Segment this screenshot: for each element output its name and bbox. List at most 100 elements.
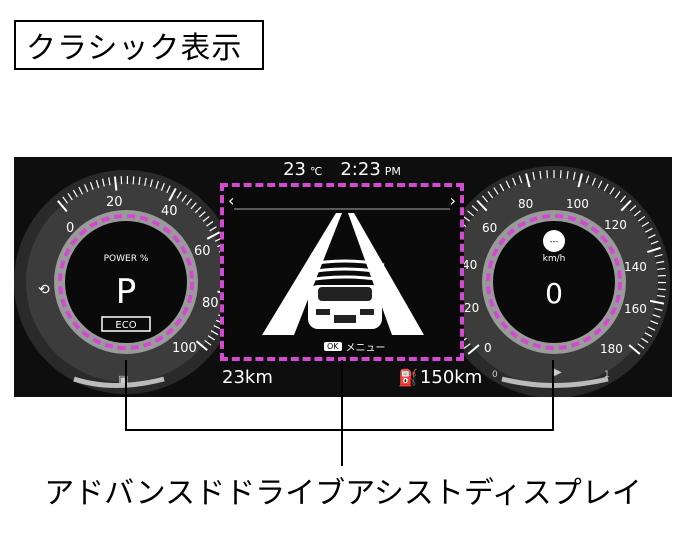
- lane-graphic: [234, 208, 450, 335]
- speed-unit: km/h: [543, 254, 566, 264]
- gauge-tick: [155, 180, 159, 189]
- indicator-badge: [543, 230, 565, 252]
- gauge-tick: [512, 177, 517, 186]
- ok-badge: OK: [324, 342, 342, 351]
- gauge-tick: [89, 181, 94, 190]
- charge-icon: ▶: [554, 367, 562, 378]
- gauge-tick: [637, 215, 646, 222]
- gauge-tick: [654, 254, 663, 258]
- gauge-tick: [138, 176, 141, 185]
- gauge-tick: [160, 182, 165, 191]
- gauge-tick: [462, 215, 471, 222]
- gauge-tick: [132, 176, 135, 185]
- gauge-tick: [202, 215, 210, 222]
- left-tick-label: 40: [161, 204, 178, 219]
- gauge-tick: [577, 173, 583, 188]
- gauge-tick: [209, 226, 217, 232]
- gauge-tick: [629, 205, 637, 212]
- gauge-tick: [657, 294, 666, 298]
- right-tick-label: 0: [484, 341, 492, 355]
- right-bottom-arc: [501, 376, 609, 388]
- left-tick-label: 0: [66, 221, 74, 236]
- gauge-tick: [194, 206, 202, 214]
- gauge-tick: [633, 210, 641, 217]
- gauge-tick: [168, 187, 177, 202]
- gauge-tick: [518, 175, 523, 184]
- chevron-right-icon[interactable]: ›: [449, 191, 456, 210]
- indicator-text: ---: [550, 237, 559, 246]
- gauge-tick: [176, 191, 182, 199]
- menu-label: メニュー: [345, 343, 386, 354]
- gauge-tick: [84, 184, 89, 193]
- callout-label: アドバンスドドライブアシストディスプレイ: [44, 476, 642, 511]
- gauge-tick: [597, 180, 603, 189]
- gauge-tick: [481, 195, 488, 203]
- gauge-tick: [559, 170, 562, 179]
- gauge-tick: [186, 198, 193, 206]
- gauge-tick: [144, 177, 147, 186]
- gauge-tick: [95, 180, 100, 189]
- right-tick-label: 40: [462, 258, 477, 272]
- gear-indicator: P: [116, 272, 137, 312]
- gauge-tick: [641, 221, 650, 228]
- gauge-tick: [108, 177, 111, 186]
- right-tick-label: 60: [482, 221, 497, 235]
- gauge-tick: [650, 240, 659, 245]
- left-gauge: 0 20 40 60 80 100 POWER % P ECO ⟲ ▣: [14, 170, 238, 394]
- right-scale-one: 1: [604, 370, 610, 380]
- gauge-tick: [637, 343, 645, 349]
- gauge-tick: [657, 288, 666, 291]
- gauge-tick: [198, 211, 206, 218]
- gauge-tick: [641, 337, 649, 344]
- gauge-tick: [656, 260, 665, 264]
- gauge-tick: [525, 173, 531, 188]
- car-icon: [308, 285, 382, 329]
- gauge-tick: [206, 231, 221, 240]
- gauge-tick: [614, 191, 621, 199]
- lane-line-right: [348, 213, 424, 335]
- right-tick-label: 120: [604, 218, 627, 232]
- gauge-tick: [213, 325, 222, 330]
- gauge-tick: [609, 187, 615, 195]
- right-scale-zero: 0: [492, 370, 498, 380]
- gauge-tick: [539, 170, 542, 179]
- chevron-left-icon[interactable]: ‹: [228, 191, 235, 210]
- gauge-tick: [620, 195, 627, 203]
- gauge-tick: [195, 340, 208, 351]
- gauge-tick: [467, 210, 475, 217]
- gauge-tick: [67, 192, 73, 201]
- right-tick-label: 20: [464, 301, 479, 315]
- gauge-tick: [62, 196, 69, 204]
- eco-badge-frame: [101, 316, 151, 332]
- gauge-tick: [113, 176, 118, 191]
- gauge-tick: [101, 178, 105, 187]
- right-gauge-highlight: [486, 214, 622, 350]
- gauge-tick: [644, 332, 653, 338]
- gauge-tick: [647, 246, 661, 254]
- fuel-range-value: 150km: [419, 367, 483, 388]
- gauge-tick: [476, 199, 488, 212]
- gauge-tick: [72, 189, 78, 198]
- gauge-tick: [645, 227, 653, 233]
- trip-distance: 23km: [222, 367, 273, 388]
- gauge-tick: [463, 343, 471, 349]
- gauge-tick: [647, 326, 656, 331]
- right-tick-label: 80: [518, 197, 533, 211]
- left-tick-label: 80: [202, 296, 219, 311]
- gauge-tick: [181, 194, 187, 202]
- gauge-tick: [648, 234, 656, 239]
- eco-badge: ECO: [115, 320, 136, 331]
- gauge-tick: [591, 177, 596, 186]
- lane-line-left: [262, 213, 342, 335]
- fuel-range: ⛽ 150km: [398, 367, 482, 388]
- gauge-tick: [546, 170, 549, 179]
- right-gauge: 0 20 40 60 80 100 120 140 160 180 --- km…: [436, 166, 670, 397]
- gauge-tick: [620, 199, 632, 212]
- gauge-tick: [207, 335, 216, 341]
- fuel-pump-icon: ⛽: [398, 368, 418, 387]
- advanced-drive-assist-display[interactable]: ‹ › OK メニュー: [220, 183, 464, 361]
- battery-icon: ▣: [118, 373, 128, 386]
- gauge-tick: [57, 200, 68, 213]
